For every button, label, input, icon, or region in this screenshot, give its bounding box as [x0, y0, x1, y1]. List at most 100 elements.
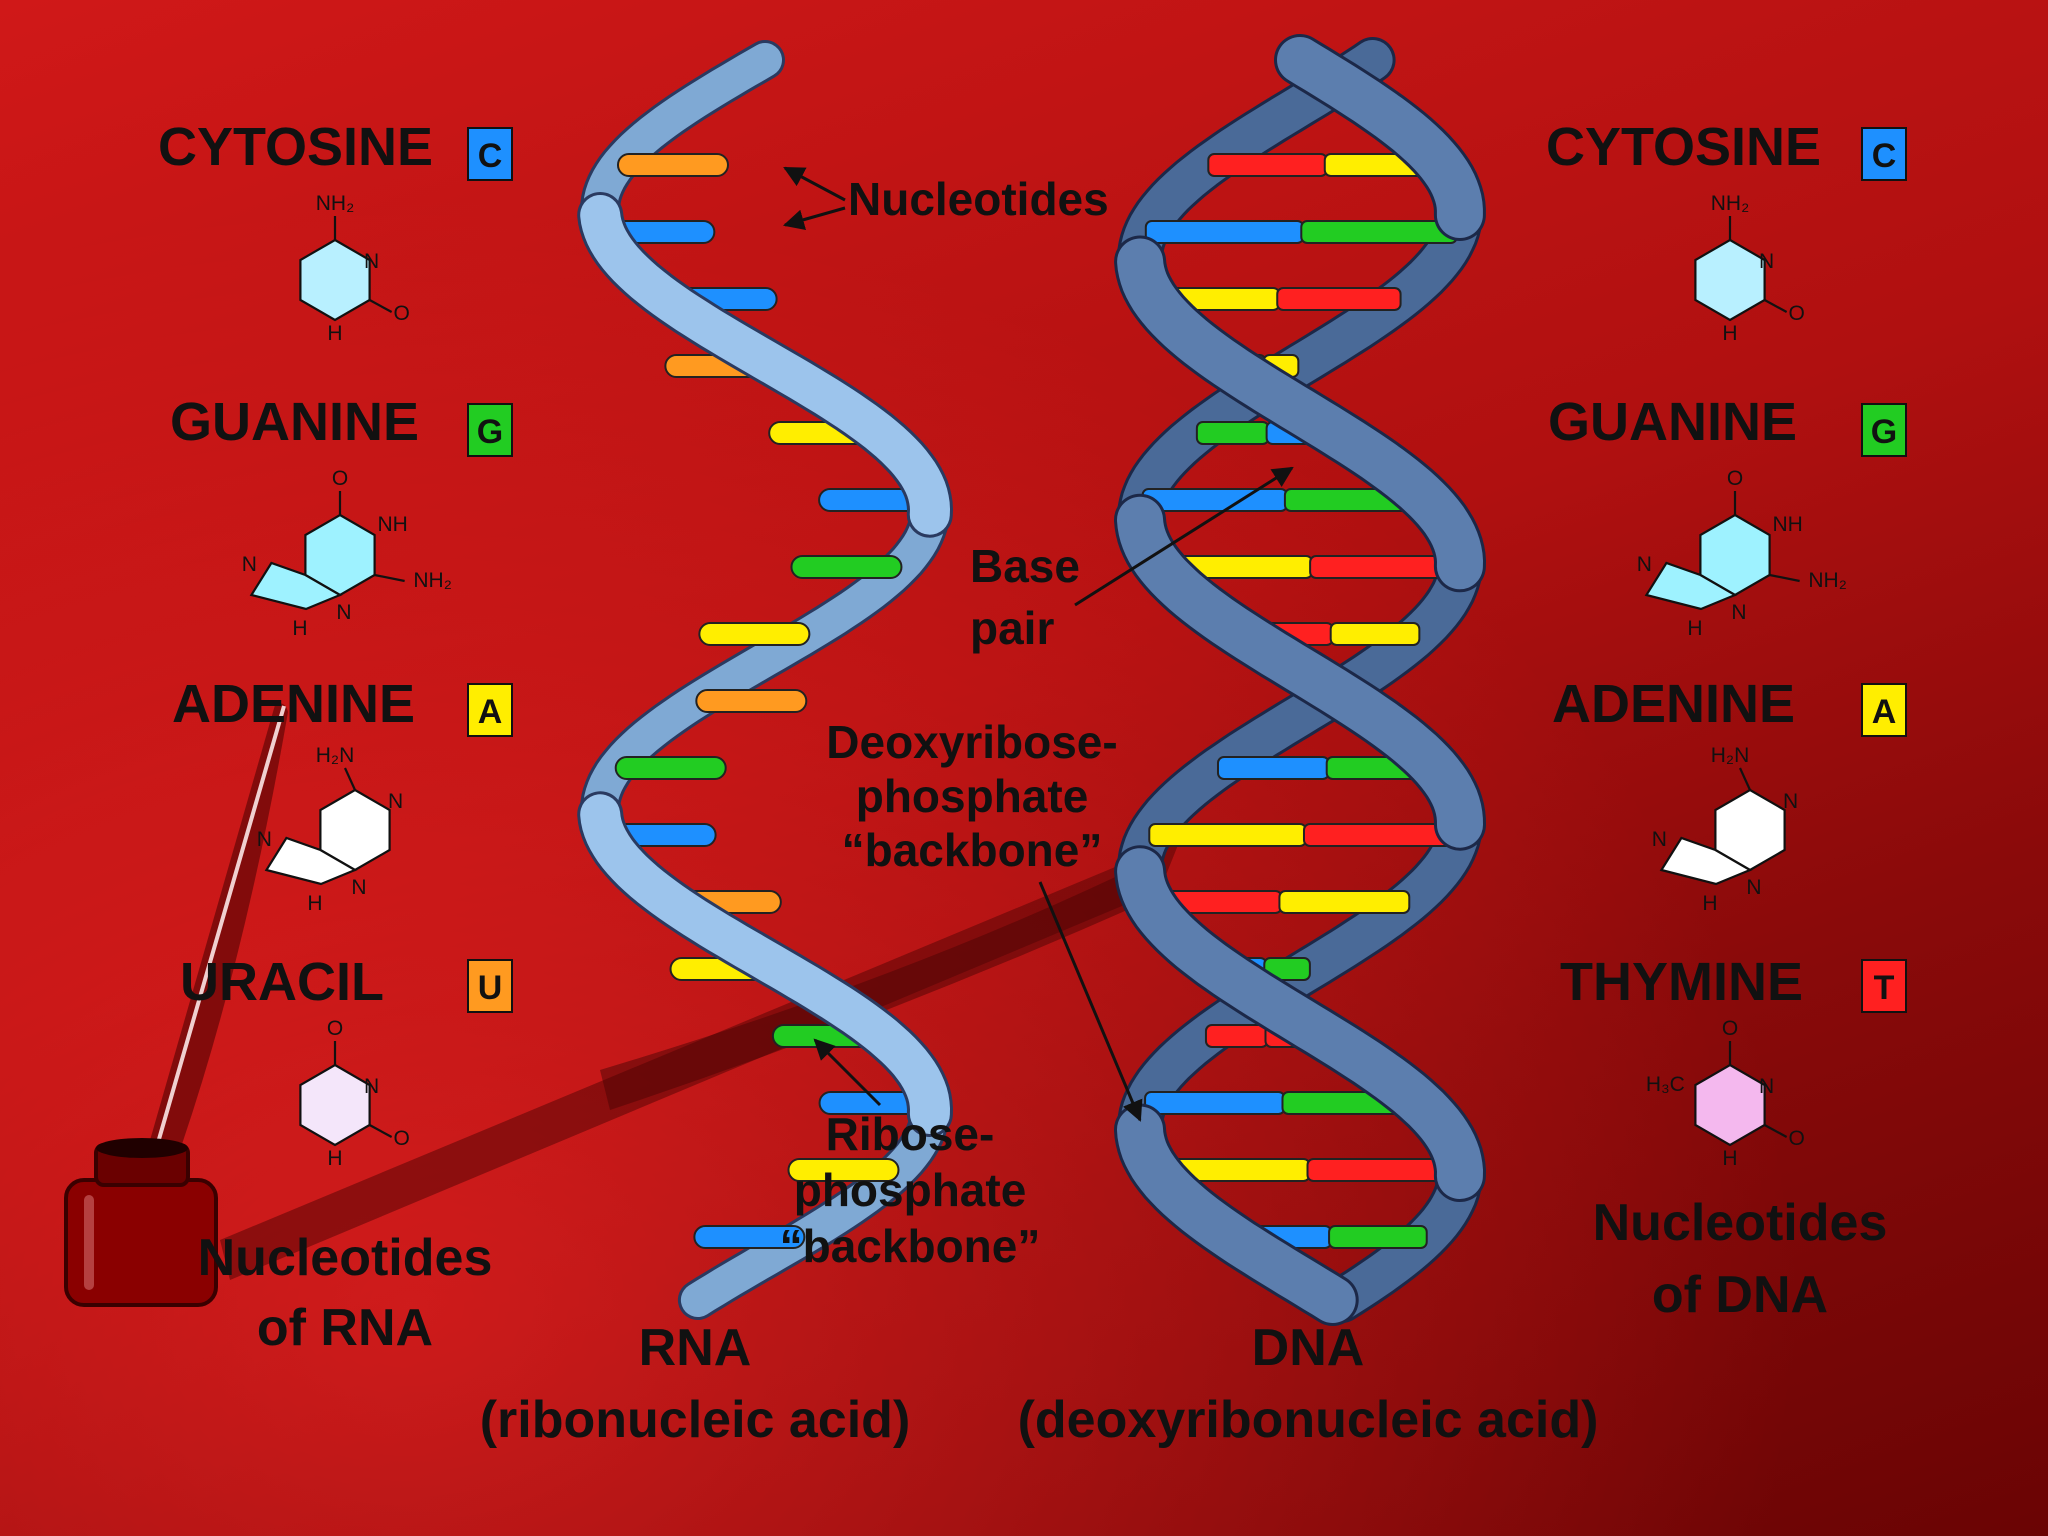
- rna-base-guanine: [614, 756, 727, 780]
- rna-uracil-n3: N: [364, 1075, 379, 1098]
- rna-ribbon: [580, 794, 951, 1134]
- nucleotides-arrow-1: [783, 166, 846, 202]
- dna-cytosine-label: CYTOSINE: [1546, 117, 1821, 177]
- badge-box: [467, 403, 513, 457]
- badge-box: [467, 683, 513, 737]
- rna-base-adenine: [787, 1158, 900, 1182]
- dna-thymine-n3: N: [1759, 1075, 1774, 1098]
- dna-guanine-n3: N: [1731, 601, 1746, 624]
- rna-adenine-label: ADENINE: [172, 674, 415, 734]
- dna-thymine-badge: T: [1861, 959, 1907, 1013]
- rna-base-uracil: [616, 153, 729, 177]
- deoxy-label-line3: “backbone”: [842, 824, 1103, 876]
- rna-subtitle: (ribonucleic acid): [480, 1391, 911, 1449]
- dna-strand-a: [1117, 1106, 1356, 1323]
- inkwell-highlight: [84, 1195, 94, 1290]
- badge-letter: C: [1872, 137, 1897, 175]
- rna-title: RNA: [639, 1319, 752, 1377]
- dna-base-thymine: [1276, 287, 1402, 311]
- dna-base-adenine: [1278, 890, 1411, 914]
- nucleotides-label: Nucleotides: [848, 173, 1109, 225]
- rna-cytosine-ring: [299, 238, 371, 322]
- molecule-structures: NH₂NOHNH₂NOHONOHONOHH₃CNHNONHNH₂NHNONHNH…: [242, 192, 1847, 1170]
- badge-box: [1861, 403, 1907, 457]
- rna-uracil-top-label: O: [327, 1017, 343, 1040]
- dna-nucleotide-list: CYTOSINE C GUANINE G ADENINE A THYMINE T: [1546, 117, 1907, 1013]
- rna-guanine-label: GUANINE: [170, 392, 419, 452]
- rna-cytosine-h: H: [327, 322, 342, 345]
- rna-cytosine-top-label: NH₂: [316, 192, 354, 215]
- rna-cytosine-n3: N: [364, 250, 379, 273]
- dna-base-cytosine: [1216, 756, 1330, 780]
- rna-base-cytosine: [693, 1225, 806, 1249]
- rna-uracil-ring: [299, 1063, 371, 1147]
- dna-thymine-top-label: O: [1722, 1017, 1738, 1040]
- rna-cytosine-o-bond: [369, 299, 393, 313]
- dna-guanine-badge: G: [1861, 403, 1907, 457]
- rna-adenine-h2n: H₂N: [316, 744, 354, 767]
- nucleotides-of-rna-line2: of RNA: [257, 1299, 433, 1357]
- dna-subtitle: (deoxyribonucleic acid): [1018, 1391, 1599, 1449]
- dna-helix: [1114, 34, 1487, 1326]
- nucleotides-arrow-2: [782, 206, 846, 230]
- dna-cytosine-badge: C: [1861, 127, 1907, 181]
- quill-shaft: [138, 705, 286, 1206]
- dna-adenine-label: ADENINE: [1552, 674, 1795, 734]
- deoxy-label-line2: phosphate: [856, 770, 1089, 822]
- rna-guanine-badge: G: [467, 403, 513, 457]
- dna-adenine-n7: N: [1652, 828, 1667, 851]
- dna-guanine-label: GUANINE: [1548, 392, 1797, 452]
- badge-letter: C: [478, 137, 503, 175]
- dna-guanine-nh: NH: [1772, 513, 1802, 536]
- nucleotides-of-rna-line1: Nucleotides: [198, 1229, 493, 1287]
- rna-guanine-o: O: [332, 467, 348, 490]
- badge-letter: A: [1872, 693, 1897, 731]
- rna-adenine-n7: N: [257, 828, 272, 851]
- inkwell-opening: [96, 1138, 188, 1158]
- dna-base-adenine: [1329, 622, 1421, 646]
- ribose-label-line3: “backbone”: [780, 1220, 1041, 1272]
- badge-box: [1861, 959, 1907, 1013]
- rna-adenine-five-ring: [264, 836, 358, 886]
- dna-base-guanine: [1195, 421, 1270, 445]
- dna-cytosine-o: O: [1788, 302, 1804, 325]
- dna-backbone-front: [1114, 34, 1487, 1326]
- rna-cytosine-label: CYTOSINE: [158, 117, 433, 177]
- dna-thymine-label: THYMINE: [1560, 952, 1803, 1012]
- rna-guanine-nh2-bond: [374, 573, 405, 583]
- base-pair-label-line2: pair: [970, 602, 1054, 654]
- badge-letter: G: [1871, 413, 1897, 451]
- rna-uracil-h: H: [327, 1147, 342, 1170]
- dna-thymine-ring: [1694, 1063, 1766, 1147]
- badge-box: [1861, 683, 1907, 737]
- rna-guanine-n3: N: [336, 601, 351, 624]
- rna-guanine-h9: H: [292, 617, 307, 640]
- rna-base-adenine: [698, 622, 811, 646]
- dna-adenine-h2n: H₂N: [1711, 744, 1749, 767]
- rna-base-guanine: [790, 555, 903, 579]
- dna-strand-a: [1117, 496, 1483, 848]
- dna-base-cytosine: [1141, 488, 1288, 512]
- badge-letter: T: [1874, 969, 1895, 1007]
- dna-base-guanine: [1328, 1225, 1428, 1249]
- rna-guanine-n7: N: [242, 553, 257, 576]
- rna-guanine-five-ring: [249, 561, 343, 611]
- dna-thymine-o: O: [1788, 1127, 1804, 1150]
- ribose-label-line2: phosphate: [794, 1164, 1027, 1216]
- rna-uracil-o-bond: [369, 1124, 393, 1138]
- dna-cytosine-h: H: [1722, 322, 1737, 345]
- rna-uracil-o: O: [393, 1127, 409, 1150]
- dna-base-cytosine: [1144, 1091, 1286, 1115]
- dna-adenine-badge: A: [1861, 683, 1907, 737]
- dna-strand-b: [1117, 238, 1484, 590]
- rna-uracil-label: URACIL: [180, 952, 384, 1012]
- dna-base-guanine: [1300, 220, 1458, 244]
- badge-letter: G: [477, 413, 503, 451]
- rna-adenine-badge: A: [467, 683, 513, 737]
- dna-guanine-nh2: NH₂: [1808, 569, 1846, 592]
- badge-box: [1861, 127, 1907, 181]
- rna-adenine-n1: N: [388, 790, 403, 813]
- rna-ribbon: [580, 195, 951, 535]
- badge-letter: U: [478, 969, 503, 1007]
- rna-guanine-nh2: NH₂: [413, 569, 451, 592]
